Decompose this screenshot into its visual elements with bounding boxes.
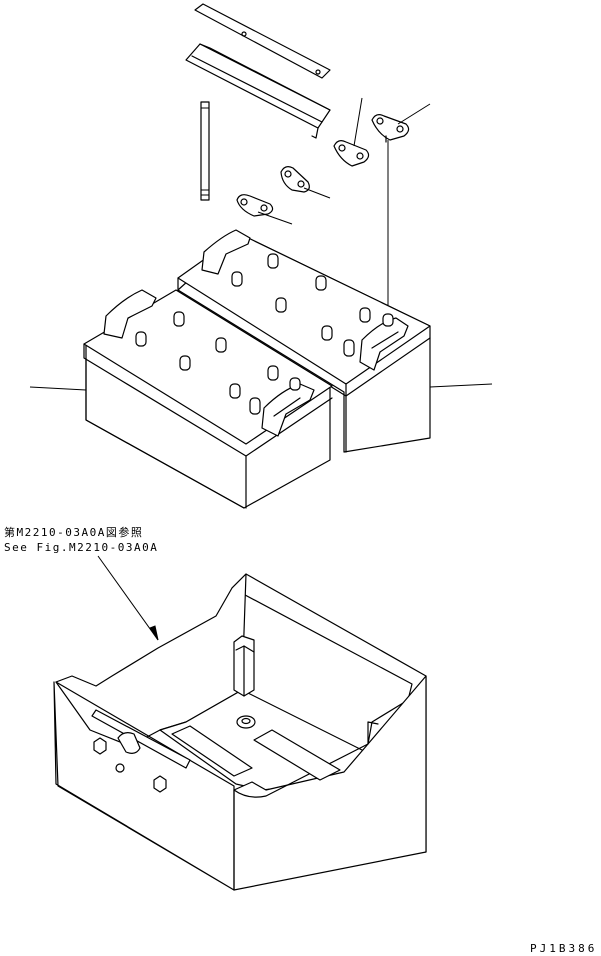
reference-text-japanese: 第M2210-03A0A図参照 [4,526,144,539]
terminal-clamp-1 [371,114,410,143]
threaded-rod [200,101,210,201]
battery-tray [53,573,427,891]
reference-leader [97,555,159,641]
battery-rear [177,229,431,453]
reference-text-english: See Fig.M2210-03A0A [4,541,159,554]
hold-down-strap [194,3,331,79]
terminal-clamp-2 [333,140,370,167]
battery-angle-bracket [185,43,331,139]
leader-lines-top [29,97,493,391]
terminal-clamp-3 [280,166,310,193]
drawing-code: PJ1B386 [530,942,598,955]
terminal-clamp-4 [236,194,274,217]
tray-right-wall-edge [367,721,379,745]
battery-front [83,289,333,509]
